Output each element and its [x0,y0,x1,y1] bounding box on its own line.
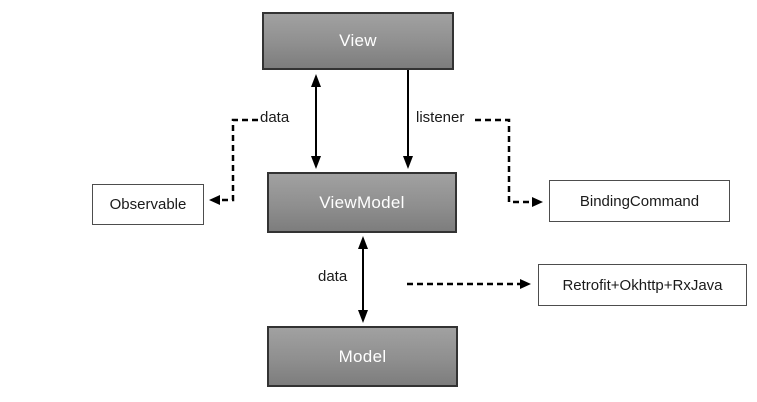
arrow-view-to-viewmodel [403,70,413,169]
edge-label-data-viewmodel-model: data [318,268,348,285]
node-model: Model [267,326,458,387]
arrow-viewmodel-model-bidirectional [358,236,368,323]
node-observable-label: Observable [109,196,187,213]
node-bindingcommand-label: BindingCommand [579,192,700,210]
edge-label-listener: listener [416,109,465,126]
node-viewmodel-label: ViewModel [319,192,405,212]
dashed-arrow-listener-to-bindingcommand [475,118,543,207]
node-view: View [262,12,454,70]
node-observable: Observable [92,184,204,225]
dashed-arrow-data-to-retrofit [407,279,531,289]
node-bindingcommand: BindingCommand [549,180,730,222]
node-view-label: View [339,31,377,50]
edge-label-data-view-viewmodel: data [260,109,290,126]
node-retrofit: Retrofit+Okhttp+RxJava [538,264,747,306]
arrow-view-viewmodel-bidirectional [311,74,321,169]
node-viewmodel: ViewModel [267,172,457,233]
node-model-label: Model [338,346,387,366]
dashed-arrow-data-to-observable [209,118,258,205]
node-retrofit-label: Retrofit+Okhttp+RxJava [562,276,723,294]
